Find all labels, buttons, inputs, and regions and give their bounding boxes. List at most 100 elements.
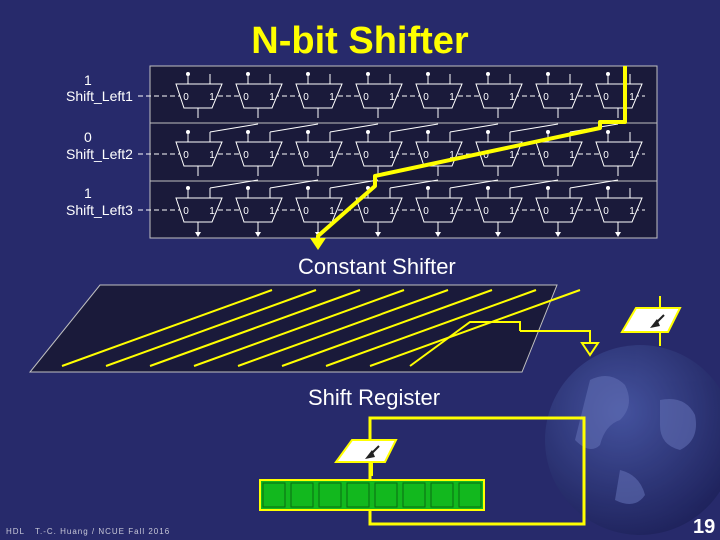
credit-label: T.-C. Huang / NCUE Fall 2016 <box>35 527 171 536</box>
junction-dot <box>486 186 490 190</box>
mux-2to1 <box>595 141 643 167</box>
mux-input-label-0: 0 <box>183 206 189 217</box>
shift-wire <box>509 179 559 189</box>
constant-shifter-output-arrow-icon <box>580 342 600 357</box>
control-value-1: 1 <box>84 72 92 88</box>
register-cell <box>458 482 482 508</box>
mux-input-label-1: 1 <box>389 92 395 103</box>
register-cell <box>346 482 370 508</box>
shift-wire <box>209 179 259 189</box>
mux-input-label-0: 0 <box>603 150 609 161</box>
mux-input-label-1: 1 <box>449 92 455 103</box>
enable-tile[interactable] <box>620 307 682 333</box>
mux-input-label-0: 0 <box>243 206 249 217</box>
mux-input-label-1: 1 <box>629 206 635 217</box>
junction-dot <box>546 130 550 134</box>
globe-icon <box>545 345 720 535</box>
mux-input-label-1: 1 <box>209 206 215 217</box>
mux-input-label-0: 0 <box>423 206 429 217</box>
control-name-1: Shift_Left1 <box>66 88 133 104</box>
pointer-icon-head <box>365 450 375 459</box>
output-arrow-icon <box>615 232 621 237</box>
mux-input-label-1: 1 <box>209 92 215 103</box>
shift-register-loop <box>368 416 586 526</box>
constant-shift-line <box>369 289 581 367</box>
mux-input-label-0: 0 <box>363 150 369 161</box>
junction-dot <box>426 130 430 134</box>
mux-input-label-1: 1 <box>209 150 215 161</box>
mux-input-label-0: 0 <box>603 92 609 103</box>
page-title: N-bit Shifter <box>251 20 469 62</box>
output-arrow-icon <box>555 232 561 237</box>
mux-input-label-0: 0 <box>243 92 249 103</box>
constant-shifter-label: Constant Shifter <box>298 254 456 279</box>
mux-2to1 <box>475 83 523 109</box>
mux-input-label-1: 1 <box>269 92 275 103</box>
constant-shift-line <box>237 289 449 367</box>
shift-wire <box>209 123 259 133</box>
mux-input-label-1: 1 <box>569 150 575 161</box>
junction-dot <box>306 72 310 76</box>
shift-register-label: Shift Register <box>308 385 441 410</box>
shift-wire <box>389 123 439 133</box>
mux-2to1 <box>235 83 283 109</box>
constant-shift-line <box>193 289 405 367</box>
mux-2to1 <box>175 83 223 109</box>
register-cell <box>430 482 454 508</box>
mux-input-label-0: 0 <box>243 150 249 161</box>
mux-input-label-0: 0 <box>543 206 549 217</box>
mux-input-label-1: 1 <box>389 150 395 161</box>
mux-input-label-0: 0 <box>483 206 489 217</box>
mux-2to1 <box>235 141 283 167</box>
constant-shift-line <box>105 289 317 367</box>
mux-input-label-1: 1 <box>329 92 335 103</box>
junction-dot <box>426 186 430 190</box>
mux-input-label-1: 1 <box>509 206 515 217</box>
junction-dot <box>246 186 250 190</box>
mux-2to1 <box>355 83 403 109</box>
register-enable-tile[interactable] <box>334 439 398 463</box>
mux-2to1 <box>595 197 643 223</box>
junction-dot <box>306 130 310 134</box>
mux-2to1 <box>295 141 343 167</box>
mux-input-label-0: 0 <box>483 92 489 103</box>
junction-dot <box>486 72 490 76</box>
mux-array-panel <box>149 65 658 239</box>
mux-input-label-0: 0 <box>183 92 189 103</box>
register-cell <box>402 482 426 508</box>
mux-2to1 <box>475 197 523 223</box>
mux-2to1 <box>355 141 403 167</box>
shift-wire <box>569 179 619 189</box>
junction-dot <box>186 130 190 134</box>
shift-wire <box>269 123 319 133</box>
mux-2to1 <box>295 83 343 109</box>
mux-2to1 <box>535 141 583 167</box>
mux-2to1 <box>175 141 223 167</box>
control-value-3: 1 <box>84 185 92 201</box>
register-cell <box>262 482 286 508</box>
mux-input-label-1: 1 <box>449 150 455 161</box>
output-arrow-icon <box>375 232 381 237</box>
mux-input-label-0: 0 <box>183 150 189 161</box>
mux-2to1 <box>355 197 403 223</box>
junction-dot <box>606 72 610 76</box>
mux-input-label-1: 1 <box>329 150 335 161</box>
mux-input-label-1: 1 <box>509 150 515 161</box>
highlight-arrow-icon <box>310 238 326 250</box>
junction-dot <box>246 72 250 76</box>
mux-input-label-1: 1 <box>449 206 455 217</box>
mux-input-label-0: 0 <box>543 92 549 103</box>
junction-dot <box>246 130 250 134</box>
constant-shift-line <box>281 289 493 367</box>
mux-input-label-0: 0 <box>423 150 429 161</box>
mux-input-label-0: 0 <box>303 92 309 103</box>
output-arrow-icon <box>195 232 201 237</box>
shift-wire <box>509 123 559 133</box>
constant-shifter-output-line <box>520 330 591 343</box>
shift-wire <box>389 179 439 189</box>
pointer-icon-head <box>650 319 660 328</box>
page-number: 19 <box>693 516 716 538</box>
junction-dot <box>486 130 490 134</box>
junction-dot <box>546 72 550 76</box>
constant-shift-line <box>409 321 521 367</box>
